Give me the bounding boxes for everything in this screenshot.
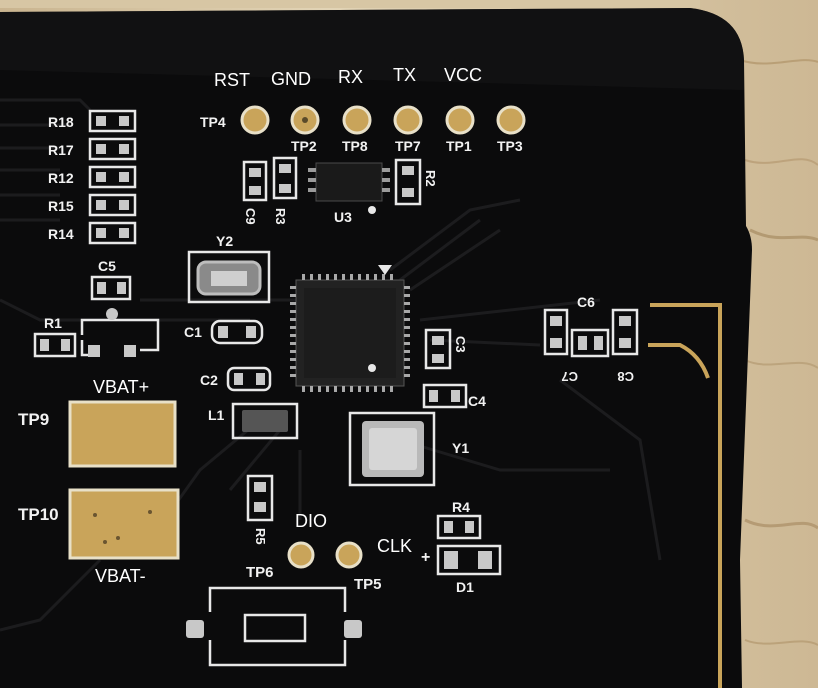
antenna-trace (648, 303, 722, 688)
label-rst: RST (214, 70, 250, 90)
swd-test-pads (287, 541, 363, 569)
label-vbat-plus: VBAT+ (93, 377, 150, 397)
silkscreen-labels: TP4 TP2 TP8 TP7 TP1 TP3 R18 R17 R12 R15 … (18, 114, 634, 595)
silk-r2: R2 (423, 170, 438, 187)
silk-tp3: TP3 (497, 138, 523, 154)
silk-c2: C2 (200, 372, 218, 388)
y2-crystal (187, 250, 271, 304)
silk-tp9: TP9 (18, 410, 49, 429)
silk-y1: Y1 (452, 440, 469, 456)
silk-r1: R1 (44, 315, 62, 331)
silk-r5: R5 (253, 528, 268, 545)
silk-c6: C6 (577, 294, 595, 310)
y1-crystal (348, 411, 436, 487)
resistor-pads (96, 116, 129, 238)
silk-tp2: TP2 (291, 138, 317, 154)
silk-c3: C3 (453, 336, 468, 353)
silk-c7: C7 (561, 369, 578, 384)
silk-d1: D1 (456, 579, 474, 595)
battery-pads (68, 400, 180, 560)
silk-c9: C9 (243, 208, 258, 225)
silk-y2: Y2 (216, 233, 233, 249)
silk-r15: R15 (48, 198, 74, 214)
label-vbat-minus: VBAT- (95, 566, 146, 586)
silk-c4: C4 (468, 393, 486, 409)
silk-u3: U3 (334, 209, 352, 225)
mcu-pins (290, 274, 410, 392)
silk-c8: C8 (617, 369, 634, 384)
top-test-pads (240, 105, 526, 135)
silk-tp8: TP8 (342, 138, 368, 154)
silk-tp5: TP5 (354, 576, 382, 593)
label-gnd: GND (271, 69, 311, 89)
resistor-bank (88, 109, 137, 245)
silk-r12: R12 (48, 170, 74, 186)
u3-chip (308, 162, 390, 214)
silk-c5: C5 (98, 258, 116, 274)
label-clk: CLK (377, 536, 413, 556)
l1-inductor (231, 402, 299, 440)
board-glare (0, 8, 744, 90)
silk-tp1: TP1 (446, 138, 472, 154)
silk-r14: R14 (48, 226, 74, 242)
switch-footprint (208, 586, 347, 667)
silk-tp10: TP10 (18, 505, 59, 524)
silk-l1: L1 (208, 407, 225, 423)
silk-c1: C1 (184, 324, 202, 340)
label-tx: TX (393, 65, 417, 85)
main-mcu (290, 265, 410, 392)
silk-tp6: TP6 (246, 564, 274, 581)
label-dio: DIO (295, 511, 328, 531)
svg-text:+: + (421, 549, 430, 566)
silk-r18: R18 (48, 114, 74, 130)
silk-r17: R17 (48, 142, 74, 158)
silk-tp7: TP7 (395, 138, 421, 154)
silk-r4: R4 (452, 499, 470, 515)
label-vcc: VCC (444, 65, 483, 85)
silk-r3: R3 (273, 208, 288, 225)
label-rx: RX (338, 67, 364, 87)
silk-tp4: TP4 (200, 114, 226, 130)
